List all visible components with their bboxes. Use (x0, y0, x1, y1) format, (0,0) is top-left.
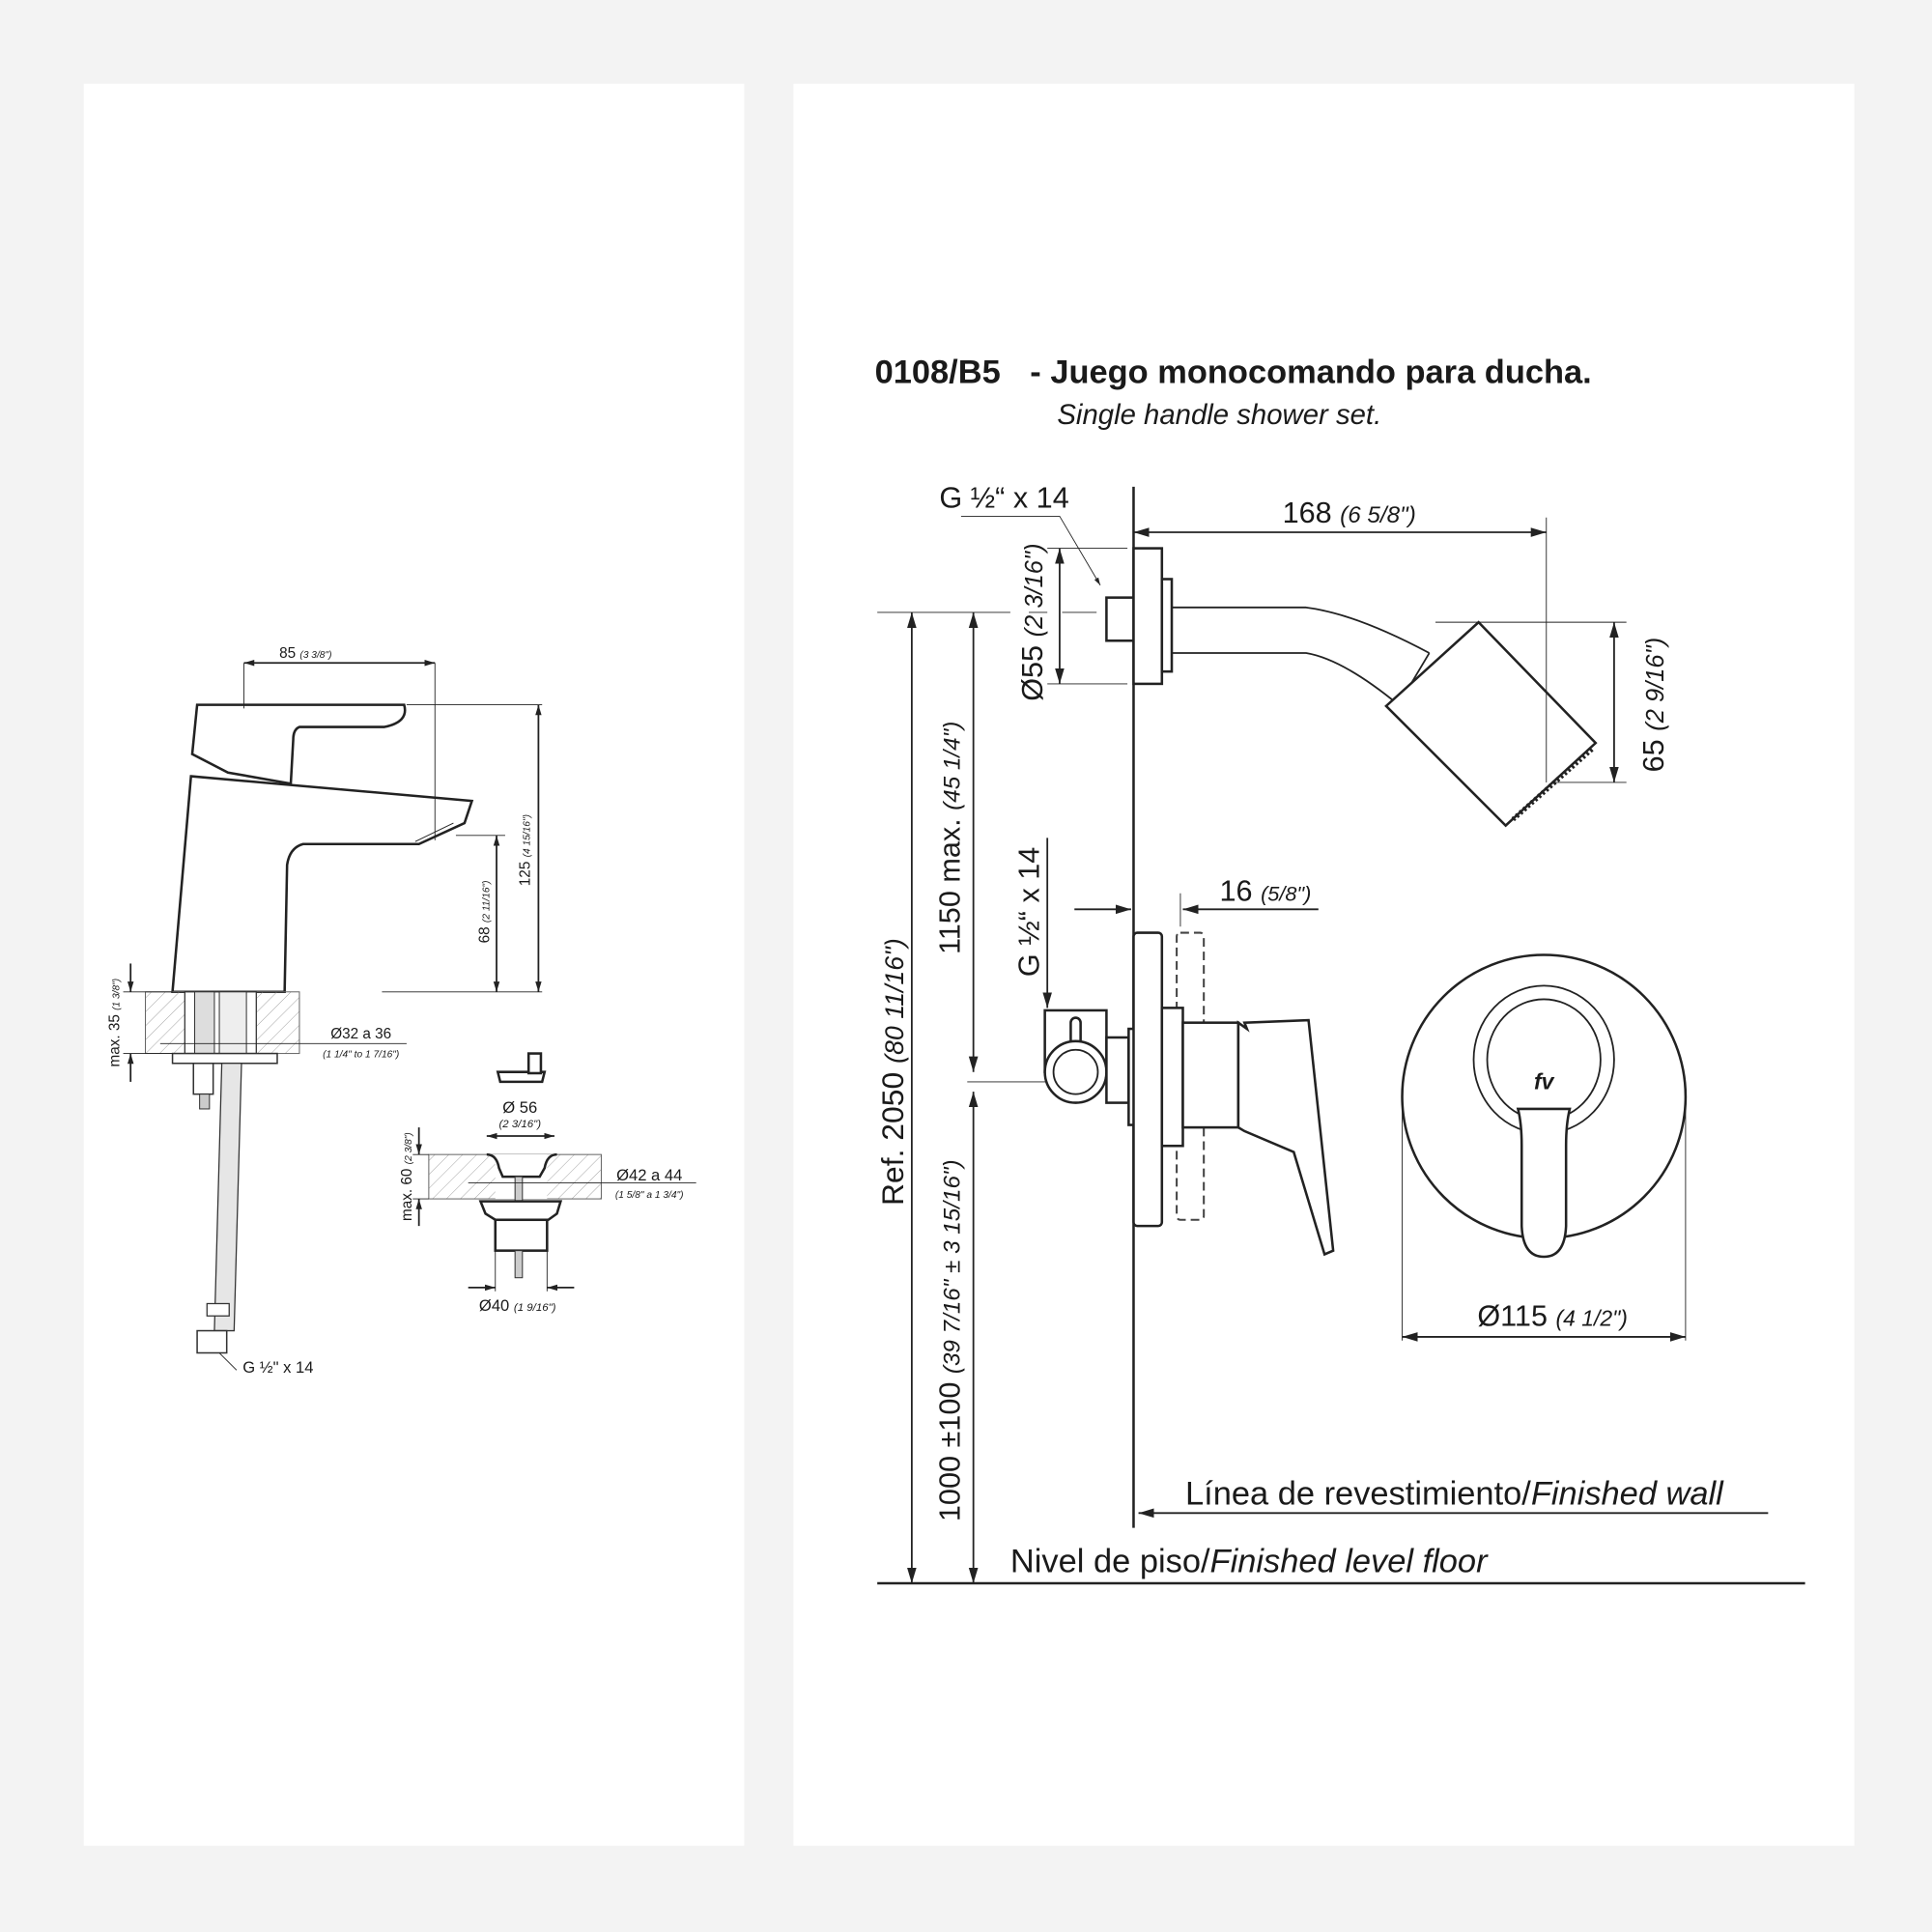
brand-logo: fv (1534, 1069, 1555, 1094)
faucet-lever (190, 703, 407, 785)
spout-value: 68 (476, 926, 493, 943)
wall-label-en: Finished wall (1531, 1475, 1724, 1512)
arm-length-value: 168 (1283, 497, 1332, 529)
drain-bottom-value: Ø40 (479, 1296, 509, 1315)
drain-top-value: Ø 56 (502, 1098, 537, 1117)
width-value: 85 (279, 645, 296, 662)
svg-text:max. 60 (2 3/8"): max. 60 (2 3/8") (399, 1132, 415, 1221)
valve-height-value: 1000 ±100 (934, 1382, 967, 1521)
valve-height-inch: (39 7/16" ± 3 15/16") (940, 1159, 966, 1374)
max-height-inch: (45 1/4") (940, 722, 966, 810)
arm-length-inch: (6 5/8") (1340, 502, 1416, 528)
svg-text:65 (2 9/16"): 65 (2 9/16") (1637, 638, 1670, 773)
valve-lever-front (1516, 1107, 1572, 1259)
depth-value: 16 (1220, 874, 1253, 907)
svg-text:1150 max. (45 1/4"): 1150 max. (45 1/4") (934, 722, 967, 954)
thickness-inch: (1 3/8") (112, 979, 123, 1010)
escutcheon-value: Ø115 (1477, 1299, 1548, 1332)
svg-text:68 (2 11/16"): 68 (2 11/16") (476, 880, 493, 943)
drain-bottom-inch: (1 9/16") (514, 1302, 556, 1314)
svg-text:Ø40 (1 9/16"): Ø40 (1 9/16") (479, 1296, 556, 1315)
escutcheon-inch: (4 1/2") (1555, 1305, 1627, 1330)
svg-text:Línea de revestimiento/Finishe: Línea de revestimiento/Finished wall (1185, 1475, 1724, 1512)
faucet-body (171, 775, 474, 994)
flange-inch: (2 3/16") (1021, 543, 1048, 637)
svg-text:168 (6 5/8"): 168 (6 5/8") (1283, 497, 1416, 529)
wall-label: Línea de revestimiento/ (1185, 1475, 1531, 1512)
floor-label: Nivel de piso/ (1010, 1544, 1210, 1580)
drain-hole-value: Ø42 a 44 (616, 1166, 682, 1184)
svg-text:125 (4 15/16"): 125 (4 15/16") (517, 814, 533, 886)
product-title: - Juego monocomando para ducha. (1030, 355, 1591, 391)
width-inch: (3 3/8") (299, 650, 331, 661)
flange-value: Ø55 (1016, 645, 1049, 701)
svg-text:Ø55 (2 3/16"): Ø55 (2 3/16") (1016, 543, 1049, 700)
hole-value: Ø32 a 36 (330, 1026, 391, 1042)
depth-inch: (5/8") (1261, 881, 1311, 905)
escutcheon-side (1132, 931, 1164, 1228)
shower-head (1384, 620, 1598, 828)
product-code: 0108/B5 (875, 355, 1001, 391)
thickness-value: max. 35 (107, 1014, 124, 1066)
ref-height-value: Ref. 2050 (875, 1072, 910, 1206)
head-inch: (2 9/16") (1642, 638, 1669, 731)
shower-set-drawing: 0108/B5 - Juego monocomando para ducha. … (875, 355, 1805, 1585)
drain-thickness-value: max. 60 (399, 1169, 415, 1221)
product-subtitle: Single handle shower set. (1057, 399, 1381, 431)
height-inch: (4 15/16") (522, 814, 532, 857)
svg-text:16 (5/8"): 16 (5/8") (1220, 874, 1312, 907)
drain-drawing: Ø 56 (2 3/16") max. 60 (2 3/8") Ø42 a 44… (399, 1052, 696, 1315)
drain-hole-inch: (1 5/8" a 1 3/4") (615, 1190, 684, 1201)
svg-text:Ø115 (4 1/2"): Ø115 (4 1/2") (1477, 1299, 1628, 1332)
valve-lever-side (1236, 1018, 1335, 1257)
floor-label-en: Finished level floor (1210, 1544, 1490, 1580)
arm-thread-label: G ½“ x 14 (939, 482, 1068, 515)
height-value: 125 (517, 862, 533, 887)
svg-text:Nivel de piso/Finished level f: Nivel de piso/Finished level floor (1010, 1544, 1489, 1580)
hose-thread-label: G ½" x 14 (242, 1358, 313, 1377)
flex-hose (213, 1063, 242, 1332)
basin-mixer-drawing: 85 (3 3/8") 125 (4 15/16") 68 (2 11/16")… (107, 645, 543, 1377)
svg-text:85 (3 3/8"): 85 (3 3/8") (279, 645, 331, 662)
hole-inch: (1 1/4" to 1 7/16") (323, 1049, 399, 1060)
ref-height-inch: (80 11/16") (880, 938, 909, 1064)
drain-thickness-inch: (2 3/8") (404, 1132, 414, 1164)
svg-text:max. 35 (1 3/8"): max. 35 (1 3/8") (107, 979, 124, 1067)
head-value: 65 (1637, 739, 1670, 772)
spout-inch: (2 11/16") (481, 880, 492, 923)
right-panel (793, 83, 1855, 1846)
drain-top-inch: (2 3/16") (498, 1119, 541, 1130)
svg-text:Ref. 2050 (80 11/16"): Ref. 2050 (80 11/16") (875, 938, 910, 1206)
max-height-value: 1150 max. (934, 818, 967, 954)
valve-thread-label: G ½“ x 14 (1012, 847, 1045, 977)
svg-text:1000 ±100 (39 7/16" ± 3 15/16": 1000 ±100 (39 7/16" ± 3 15/16") (934, 1159, 967, 1521)
